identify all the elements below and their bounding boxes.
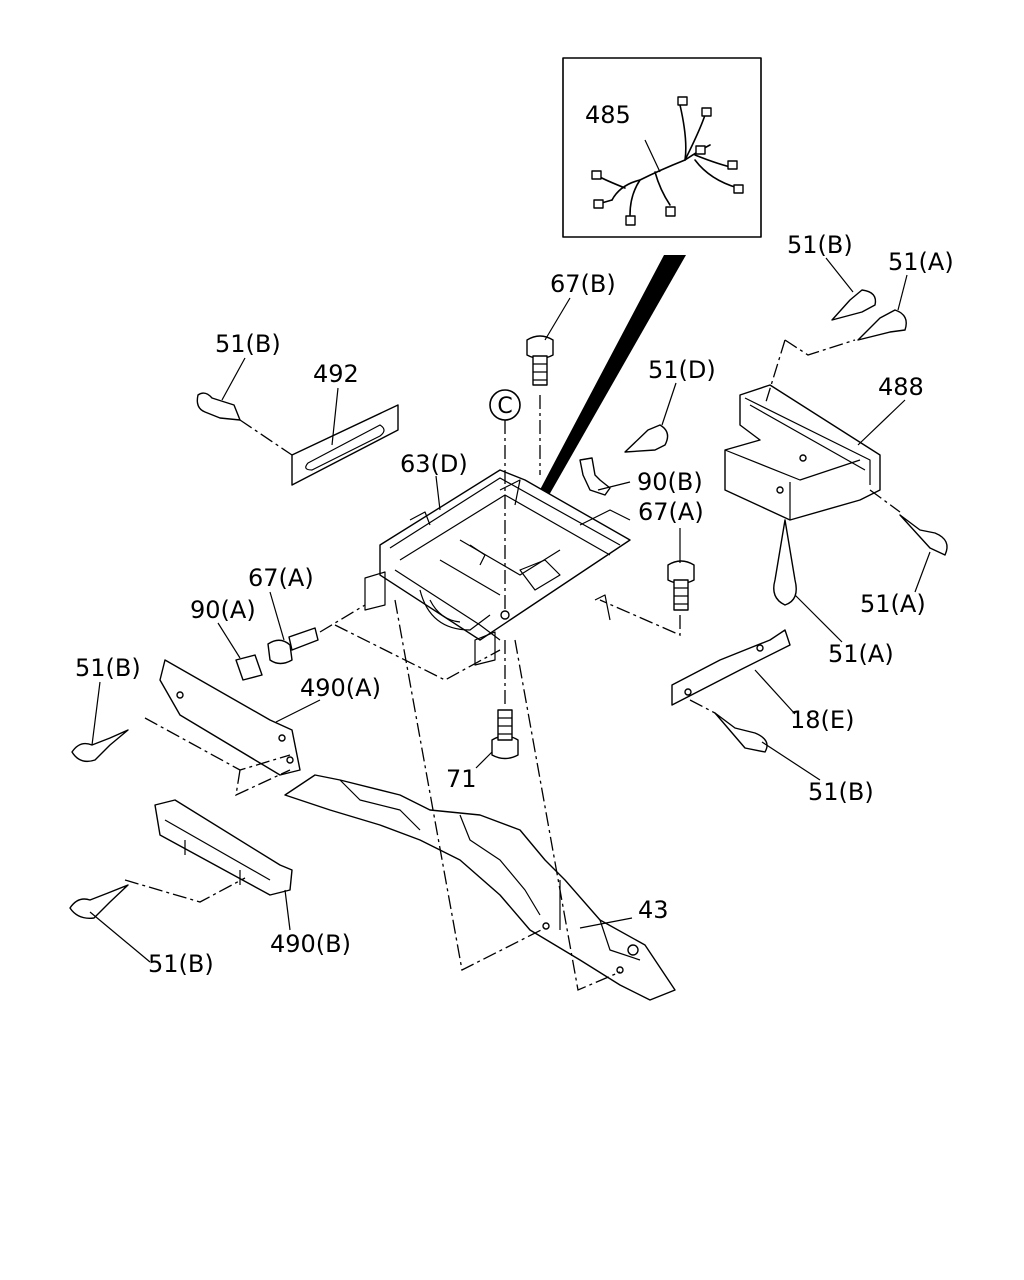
harness-inset xyxy=(505,57,762,560)
label-90b: 90(B) xyxy=(637,468,703,496)
screw-51b-right xyxy=(689,699,768,753)
screw-51b-left xyxy=(71,729,129,763)
screw-51a-bottom xyxy=(773,519,797,606)
screw-51b-bottom-left xyxy=(69,884,129,919)
label-67a-right: 67(A) xyxy=(638,498,704,526)
bolt-67a-left xyxy=(267,604,501,681)
label-51b-left: 51(B) xyxy=(75,654,141,682)
label-492: 492 xyxy=(313,360,359,388)
bolt-67b xyxy=(526,335,554,475)
label-71: 71 xyxy=(446,765,477,793)
bracket-492 xyxy=(291,404,399,486)
label-485: 485 xyxy=(585,101,631,129)
screw-51d xyxy=(624,424,669,453)
label-51b-top-right: 51(B) xyxy=(787,231,853,259)
label-51b-bottom-left: 51(B) xyxy=(148,950,214,978)
label-43: 43 xyxy=(638,896,669,924)
screw-51b-top-left xyxy=(196,392,293,456)
screw-51a-right xyxy=(869,489,948,556)
label-51b-top-left: 51(B) xyxy=(215,330,281,358)
wire-harness xyxy=(591,96,744,226)
seat-frame-assembly xyxy=(364,469,631,666)
screw-51a-top-right xyxy=(764,309,907,406)
clip-90b xyxy=(579,457,611,496)
leader-lines xyxy=(89,139,931,963)
label-488: 488 xyxy=(878,373,924,401)
label-490b: 490(B) xyxy=(270,930,351,958)
part-labels: 485 51(B) 51(A) 67(B) 51(B) 492 51(D) 48… xyxy=(75,101,954,978)
inset-frame xyxy=(562,57,762,238)
label-490a: 490(A) xyxy=(300,674,381,702)
label-51a-right: 51(A) xyxy=(860,590,926,618)
bolt-71 xyxy=(491,640,519,760)
clip-90a xyxy=(235,654,263,681)
trim-490a xyxy=(144,659,301,797)
label-51a-bottom: 51(A) xyxy=(828,640,894,668)
label-67b: 67(B) xyxy=(550,270,616,298)
floor-member-43 xyxy=(284,599,676,1001)
label-90a: 90(A) xyxy=(190,596,256,624)
callout-c-letter: C xyxy=(497,394,512,419)
screw-51b-top-right xyxy=(831,289,877,321)
label-51a-top-right: 51(A) xyxy=(888,248,954,276)
bracket-18e xyxy=(671,629,791,706)
label-67a-left: 67(A) xyxy=(248,564,314,592)
label-51d: 51(D) xyxy=(648,356,716,384)
bolt-67a-right xyxy=(599,560,695,636)
trim-490b xyxy=(124,799,293,903)
label-18e: 18(E) xyxy=(790,706,854,734)
label-51b-right: 51(B) xyxy=(808,778,874,806)
label-63d: 63(D) xyxy=(400,450,468,478)
inset-pointer xyxy=(505,255,686,560)
module-488 xyxy=(724,384,881,521)
callout-c: C xyxy=(489,389,521,612)
